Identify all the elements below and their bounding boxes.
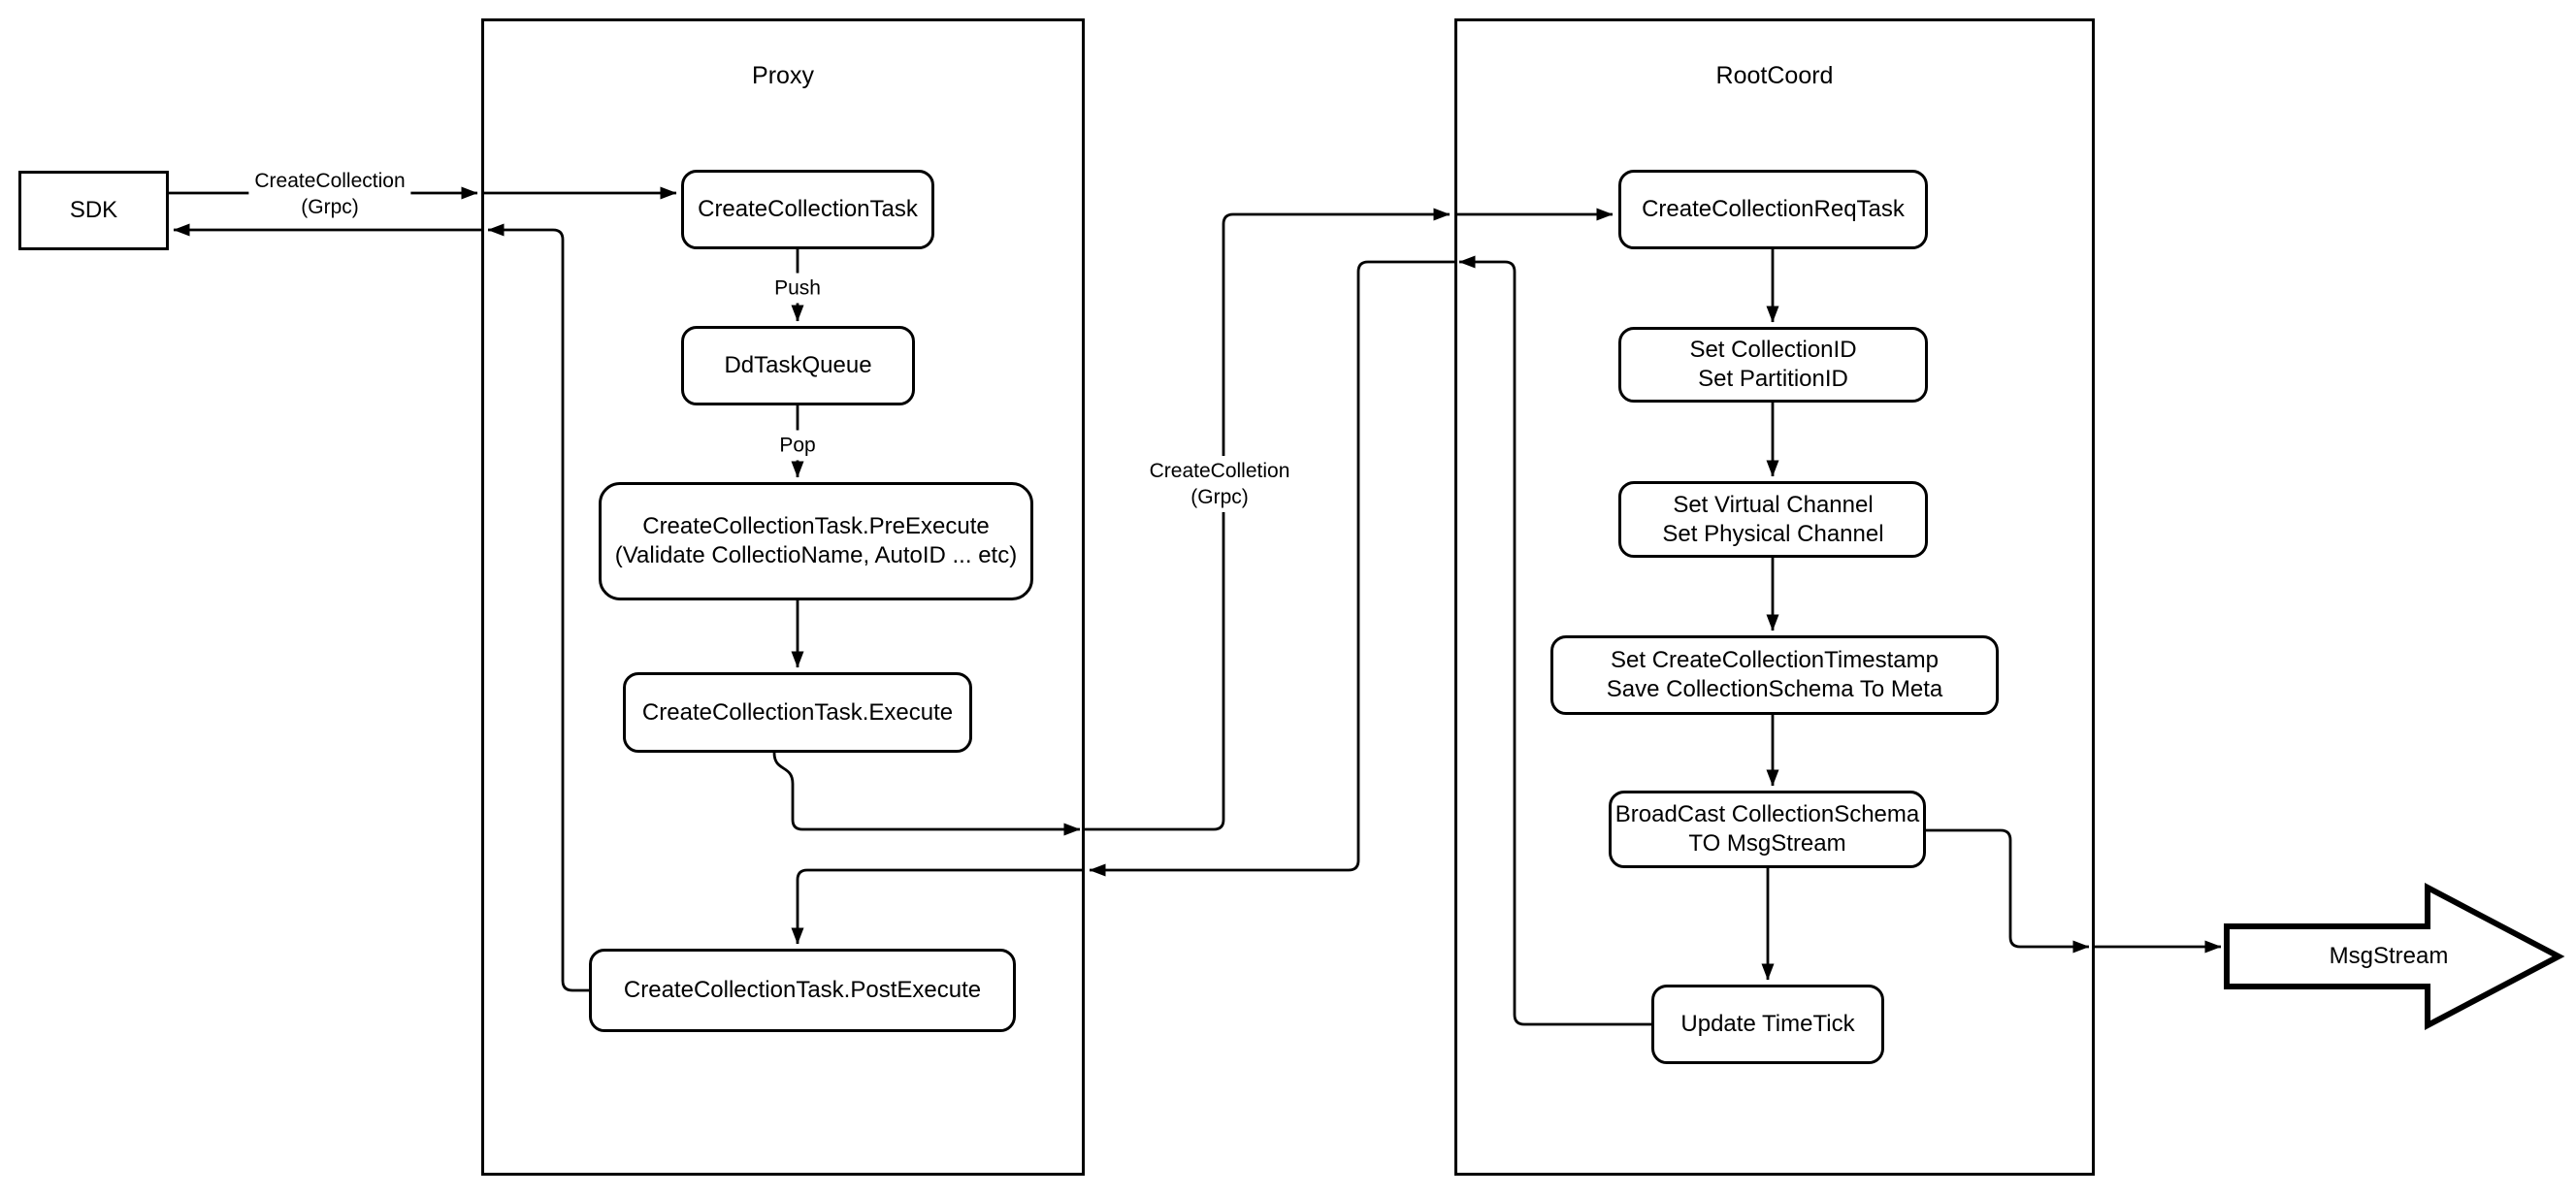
- dd-task-queue-node: DdTaskQueue: [681, 326, 915, 405]
- edge-timetick-to-rootcoordedge: [1458, 255, 1651, 1026]
- sdk-grpc-edge-label: CreateCollection (Grpc): [248, 166, 411, 222]
- set-channels-node: Set Virtual Channel Set Physical Channel: [1618, 481, 1928, 558]
- edge-execute-out: [772, 752, 1081, 836]
- execute-node: CreateCollectionTask.Execute: [623, 672, 972, 753]
- edge-rootcoord-return-to-proxyedge: [1089, 260, 1454, 877]
- edge-grpc-up-to-rootcoord: [1085, 208, 1451, 831]
- proxy-title: Proxy: [752, 62, 814, 89]
- sdk-node: SDK: [18, 171, 169, 250]
- broadcast-node: BroadCast CollectionSchema TO MsgStream: [1609, 791, 1926, 868]
- post-execute-node: CreateCollectionTask.PostExecute: [589, 949, 1016, 1032]
- msgstream-arrow-shape: [2224, 883, 2565, 1030]
- rootcoord-title: RootCoord: [1715, 62, 1834, 89]
- edge-proxyedge-to-postexecute: [791, 868, 1085, 945]
- create-collection-req-task-node: CreateCollectionReqTask: [1618, 170, 1928, 249]
- pop-edge-label: Pop: [773, 430, 822, 461]
- pre-execute-node: CreateCollectionTask.PreExecute (Validat…: [599, 482, 1033, 600]
- edge-postexecute-to-proxyedge: [487, 223, 589, 992]
- proxy-container: [481, 18, 1085, 1176]
- push-edge-label: Push: [768, 273, 827, 304]
- set-timestamp-node: Set CreateCollectionTimestamp Save Colle…: [1550, 635, 1999, 715]
- internal-grpc-edge-label: CreateColletion (Grpc): [1143, 456, 1296, 512]
- msgstream-label: MsgStream: [2329, 943, 2449, 969]
- create-collection-task-node: CreateCollectionTask: [681, 170, 934, 249]
- rootcoord-container: [1454, 18, 2095, 1176]
- edge-broadcast-to-rootcoordedge: [1926, 828, 2090, 954]
- update-timetick-node: Update TimeTick: [1651, 985, 1884, 1064]
- set-collectionid-node: Set CollectionID Set PartitionID: [1618, 327, 1928, 403]
